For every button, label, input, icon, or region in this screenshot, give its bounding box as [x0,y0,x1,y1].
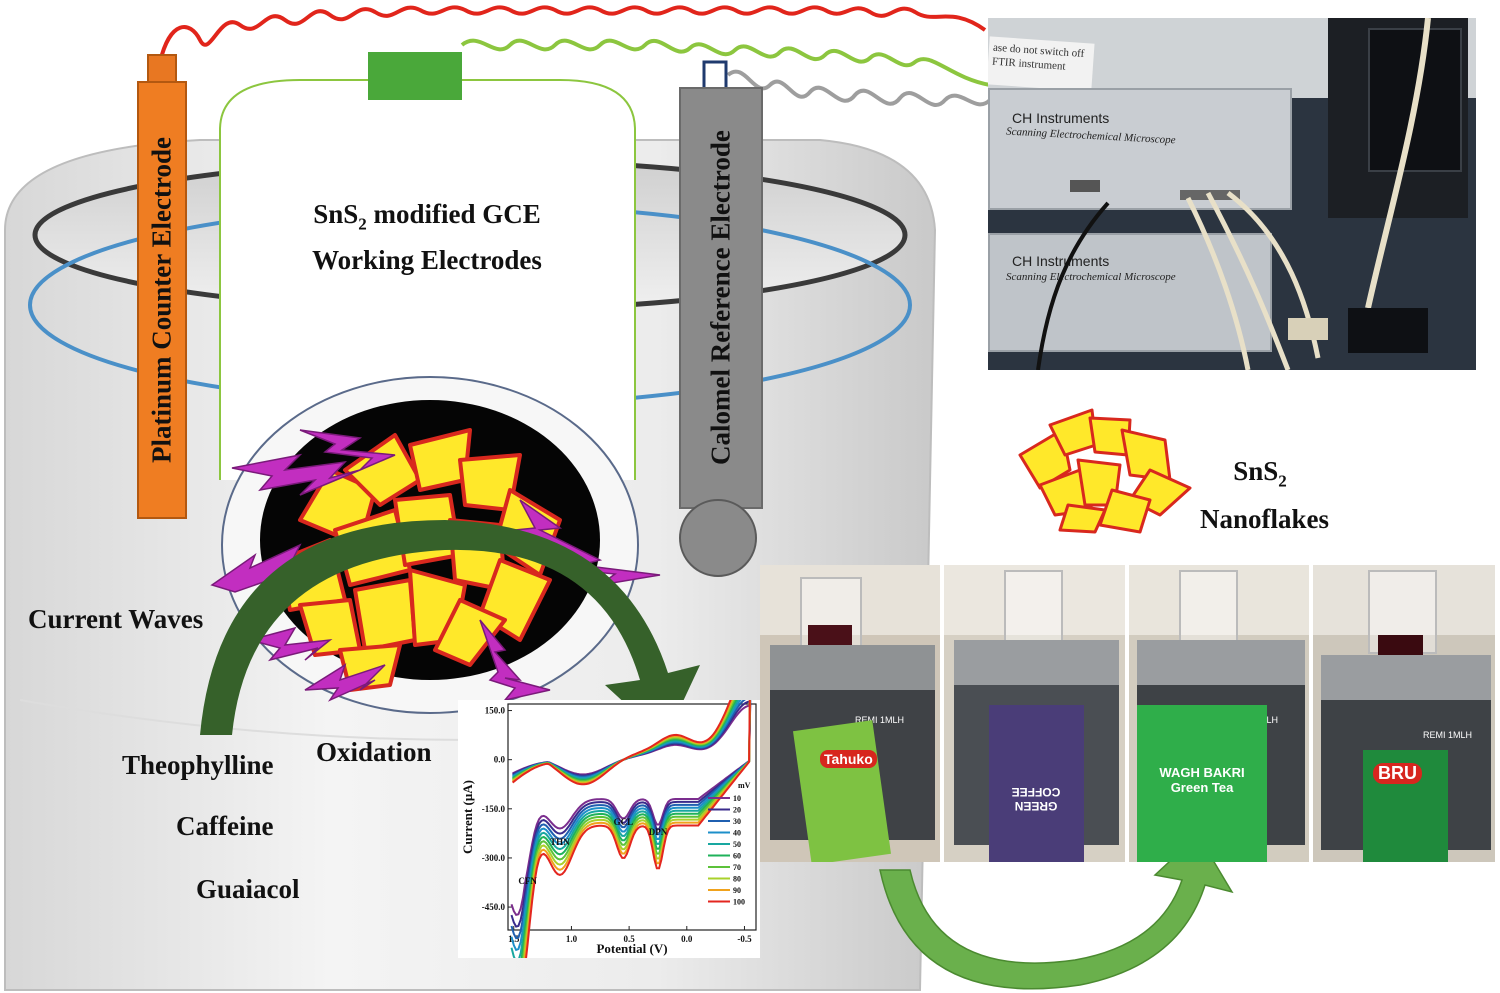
red-wire [158,5,987,63]
series-line-100 [511,700,751,958]
peak-label: THN [550,837,570,847]
legend-label: 50 [733,840,741,849]
legend-label: 70 [733,863,741,872]
transfer-arrow [879,833,1234,990]
instrument-unit-top: CH Instruments Scanning Electrochemical … [988,88,1292,210]
legend-title: mV [738,781,751,790]
y-tick-label: 150.0 [485,706,506,716]
legend-label: 100 [733,898,745,907]
y-tick-label: 0.0 [494,755,506,765]
counter-electrode-label: Platinum Counter Electrode [146,137,177,463]
peak-label: DPN [649,827,668,837]
y-tick-label: -300.0 [482,853,506,863]
x-tick-label: 0.0 [681,934,693,944]
peak-label: GCL [614,817,634,827]
oxidation-arrow [200,520,700,740]
analyte-guaiacol: Guaiacol [196,874,300,904]
chart-series [510,700,752,958]
oxidation-label: Oxidation [316,737,432,767]
analyte-caffeine: Caffeine [176,811,274,841]
wires [158,5,992,107]
legend-label: 30 [733,817,741,826]
counter-electrode [137,54,187,519]
legend-label: 20 [733,806,741,815]
working-electrode-label: SnS2 modified GCE Working Electrodes [312,199,542,276]
reference-electrode-label: Calomel Reference Electrode [705,130,736,466]
chart-peak-labels: CFN THN GCL DPN [518,817,667,886]
sample-photo-1: REMI 1MLH Tahuko [760,565,940,862]
gray-wire [726,69,992,107]
legend-label: 40 [733,829,741,838]
legend-label: 90 [733,886,741,895]
sample-photo-2: GREEN COFFEE [944,565,1125,862]
legend-nanoflakes [1018,408,1192,534]
cv-chart: 1.5 1.0 0.5 0.0 -0.5 150.0 0.0 -150.0 -300.0 -450… [458,700,760,958]
legend-label: 60 [733,852,741,861]
chart-xlabel: Potential (V) [596,941,667,956]
instrument-unit-bottom: CH Instruments Scanning Electrochemical … [988,233,1272,352]
analyte-theophylline: Theophylline [122,750,274,780]
instrument-photo: ase do not switch off FTIR instrument CH… [988,18,1476,370]
chart-ylabel: Current (μA) [460,780,475,854]
y-tick-label: -150.0 [482,804,506,814]
sample-photo-3: REMI 1MLH WAGH BAKRI Green Tea [1129,565,1309,862]
peak-label: CFN [518,876,537,886]
x-tick-label: 0.5 [623,934,635,944]
y-tick-label: -450.0 [482,902,506,912]
chart-axes: 1.5 1.0 0.5 0.0 -0.5 150.0 0.0 -150.0 -300.0 -450… [482,706,752,944]
chart-legend: mV 10 20 30 40 50 60 70 80 90 100 [708,781,751,907]
legend-label: 80 [733,875,741,884]
green-wire [460,38,991,87]
x-tick-label: 1.5 [508,934,520,944]
sample-photo-4: REMI 1MLH BRU [1313,565,1495,862]
current-waves-label: Current Waves [28,604,204,634]
legend-label: 10 [733,794,741,803]
nanoflakes-label: SnS2 Nanoflakes [1200,456,1330,535]
x-tick-label: -0.5 [737,934,752,944]
x-tick-label: 1.0 [566,934,578,944]
reference-electrode [679,60,763,577]
